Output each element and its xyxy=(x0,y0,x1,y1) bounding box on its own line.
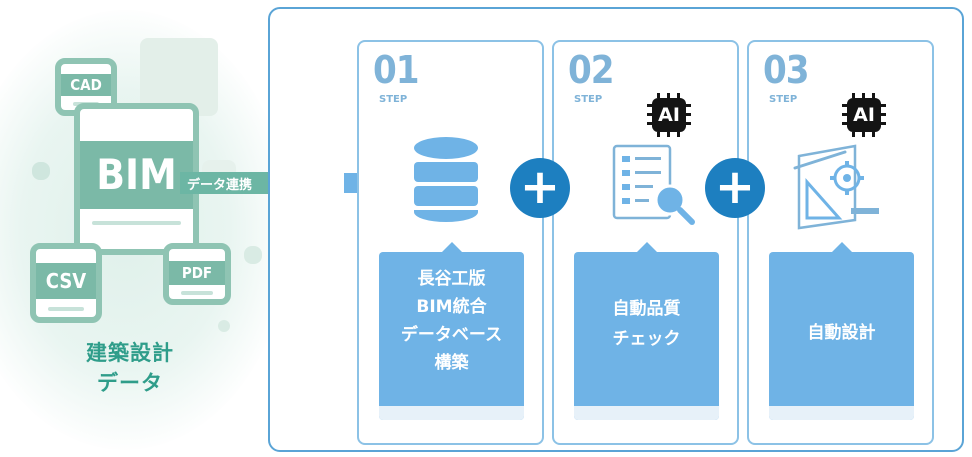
design-blueprint-icon xyxy=(793,144,879,230)
decor-square xyxy=(244,246,262,264)
bim-file: BIM xyxy=(74,103,199,255)
step-line: データベース xyxy=(400,325,503,345)
data-link-arrow xyxy=(180,172,290,194)
doc-line xyxy=(181,291,213,295)
decor-square xyxy=(218,320,230,332)
database-icon xyxy=(414,137,478,222)
box-foot xyxy=(379,406,524,420)
step-number: 01 xyxy=(373,48,420,92)
step-line: 自動品質 xyxy=(612,299,681,319)
ai-chip-icon: AI xyxy=(842,93,886,137)
pdf-label: PDF xyxy=(169,261,225,285)
step-line: 構築 xyxy=(434,353,469,373)
step-line: BIM統合 xyxy=(416,297,487,317)
bim-label: BIM xyxy=(80,141,193,209)
csv-file: CSV xyxy=(30,243,102,323)
ai-chip-label: AI xyxy=(658,104,680,126)
building-data-caption: 建築設計 データ xyxy=(70,338,190,398)
box-foot xyxy=(574,406,719,420)
decor-square xyxy=(32,162,50,180)
step-card-1: 01 STEP 長谷工版 BIM統合 データベース 構築 xyxy=(357,40,544,445)
cad-label: CAD xyxy=(61,74,111,96)
doc-line xyxy=(48,307,84,311)
step-line: 自動設計 xyxy=(807,323,876,343)
box-foot xyxy=(769,406,914,420)
ai-chip-label: AI xyxy=(853,104,875,126)
csv-label: CSV xyxy=(36,263,96,299)
step-word: STEP xyxy=(574,94,603,105)
step-card-2: 02 STEP AI 自動品質 チェック xyxy=(552,40,739,445)
step-word: STEP xyxy=(379,94,408,105)
step-card-3: 03 STEP AI 自動設計 xyxy=(747,40,934,445)
step-line: 長谷工版 xyxy=(417,269,486,289)
data-link-label: データ連携 xyxy=(187,178,253,193)
step-box-2: 自動品質 チェック xyxy=(574,242,719,420)
step-number: 02 xyxy=(568,48,615,92)
step-box-3: 自動設計 xyxy=(769,242,914,420)
plus-icon: + xyxy=(510,158,570,218)
ai-chip-icon: AI xyxy=(647,93,691,137)
checklist-search-icon xyxy=(612,144,695,225)
plus-icon: + xyxy=(705,158,765,218)
step-box-1: 長谷工版 BIM統合 データベース 構築 xyxy=(379,242,524,420)
pdf-file: PDF xyxy=(163,243,231,305)
caption-line-1: 建築設計 xyxy=(86,341,174,365)
doc-line xyxy=(92,221,181,225)
step-word: STEP xyxy=(769,94,798,105)
caption-line-2: データ xyxy=(97,371,163,395)
step-number: 03 xyxy=(763,48,810,92)
step-line: チェック xyxy=(612,329,681,349)
